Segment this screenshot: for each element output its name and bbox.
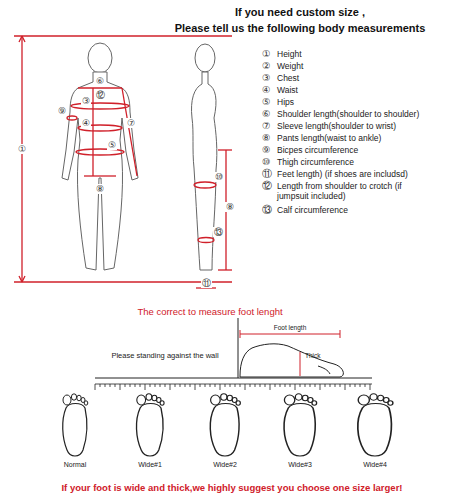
footprint-label: Wide#1 <box>138 461 162 469</box>
callout-number: ⑦ <box>126 118 136 128</box>
measurement-name: Bicpes circumference <box>277 146 358 156</box>
callout-number: ⑨ <box>262 145 271 156</box>
measurement-name: Sleeve length(shoulder to wrist) <box>277 122 396 132</box>
instruction-note: Please standing against the wall <box>111 352 218 361</box>
footprint-label: Normal <box>64 461 87 469</box>
callout-number: ③ <box>262 73 271 84</box>
measurement-name: Thigh circumference <box>277 158 354 168</box>
callout-number: ② <box>262 61 271 72</box>
callout-number: ⑩ <box>262 157 271 168</box>
callout-number: ⑧ <box>225 202 235 212</box>
callout-number: ⑫ <box>262 181 272 192</box>
footprint-label: Wide#4 <box>363 461 387 469</box>
callout-number: ⑨ <box>57 106 67 116</box>
callout-number: ③ <box>81 96 91 106</box>
measurement-name: Shoulder length(shoulder to shoulder) <box>277 110 419 120</box>
measurement-name: Weight <box>277 62 303 72</box>
callout-number: ⑪ <box>262 169 272 180</box>
callout-number: ④ <box>262 85 271 96</box>
callout-number: ⑤ <box>262 97 271 108</box>
callout-number: ⑧ <box>262 133 271 144</box>
section-heading: The correct to measure foot lenght <box>137 307 282 318</box>
measurement-name: Pants length(waist to ankle) <box>277 134 381 144</box>
warning-note: If your foot is wide and thick,we highly… <box>61 483 402 494</box>
callout-number: ⑤ <box>107 140 117 150</box>
measurement-name: Feet length) (if shoes are includsd) <box>277 170 408 180</box>
callout-number: ⑬ <box>213 227 224 237</box>
callout-number: ⑩ <box>214 172 224 182</box>
footprint-label: Wide#3 <box>288 461 312 469</box>
callout-number: ① <box>262 49 271 60</box>
measurement-name: Height <box>277 50 302 60</box>
callout-number: ④ <box>81 118 91 128</box>
callout-number: ⑫ <box>95 90 106 100</box>
dimension-label: Foot length <box>273 324 308 331</box>
dimension-label: Thick <box>305 352 321 359</box>
measurement-name: Length from shoulder to crotch (if jumps… <box>277 182 427 202</box>
callout-number: ⑦ <box>262 121 271 132</box>
measurement-name: Hips <box>277 98 294 108</box>
callout-number: ① <box>17 144 27 154</box>
callout-number: ⑪ <box>201 278 212 288</box>
heading-line: Please tell us the following body measur… <box>175 22 426 35</box>
callout-number: ⑥ <box>95 76 105 86</box>
measurement-name: Waist <box>277 86 298 96</box>
footprint-label: Wide#2 <box>213 461 237 469</box>
heading-line: If you need custom size , <box>235 6 365 19</box>
callout-number: ⑧ <box>95 184 105 194</box>
measurement-name: Chest <box>277 74 299 84</box>
callout-number: ⑥ <box>262 109 271 120</box>
callout-number: ⑬ <box>262 205 272 216</box>
measurement-name: Calf circumference <box>277 206 348 216</box>
